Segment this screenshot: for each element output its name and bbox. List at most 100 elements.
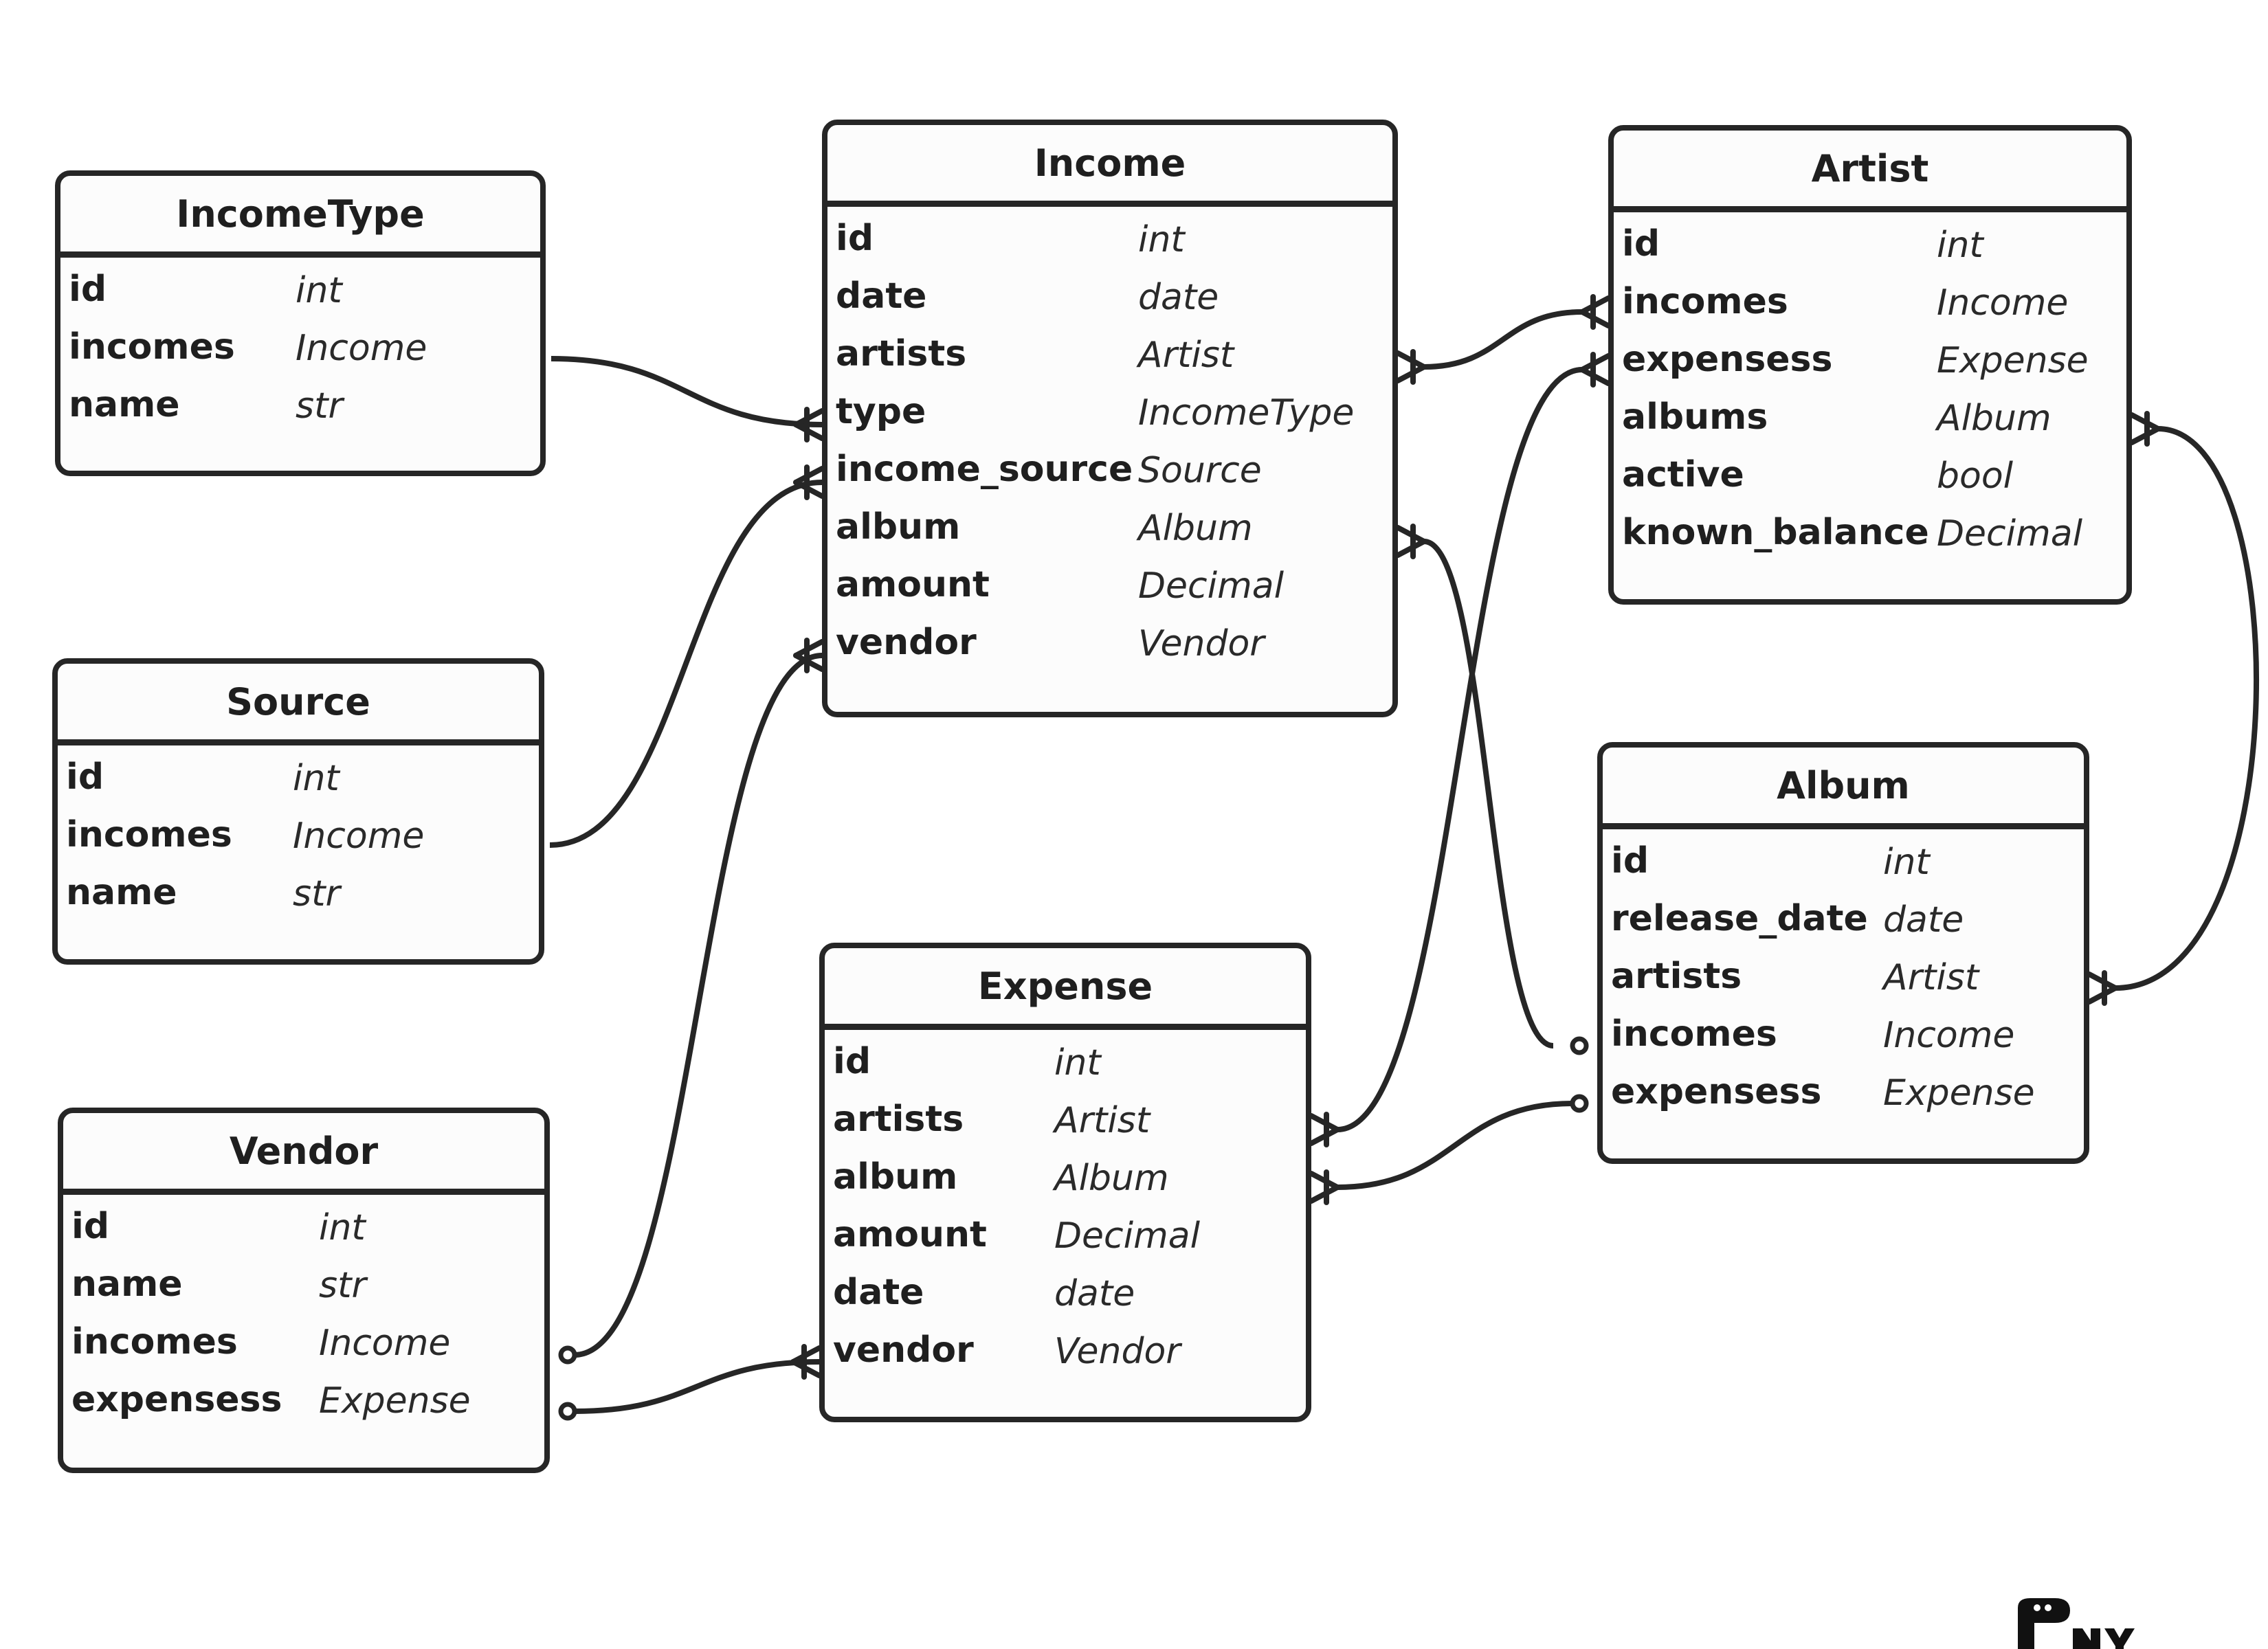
crowfoot-marker <box>1395 364 1427 383</box>
field-type: Album <box>1054 1158 1169 1199</box>
crowfoot-marker <box>793 408 825 427</box>
entity-title: Expense <box>825 948 1306 1030</box>
relationship-line <box>1423 539 1554 1048</box>
field-row-date[interactable]: date date <box>827 267 1392 325</box>
crowfoot-marker <box>790 1359 822 1378</box>
optional-marker <box>558 1345 577 1365</box>
crowfoot-marker <box>1579 353 1611 372</box>
crowfoot-marker <box>1395 539 1427 558</box>
field-name: id <box>833 1041 871 1082</box>
field-name: incomes <box>71 1321 238 1362</box>
field-type: IncomeType <box>1138 392 1355 434</box>
field-name: expensess <box>1611 1071 1822 1112</box>
entity-title: Income <box>827 125 1392 207</box>
field-type: Expense <box>1883 1073 2035 1114</box>
field-name: known_balance <box>1622 512 1929 553</box>
field-row-expensess[interactable]: expensess Expense <box>63 1371 544 1428</box>
field-name: name <box>66 872 177 913</box>
field-name: date <box>836 276 927 317</box>
field-row-date[interactable]: date date <box>825 1264 1306 1321</box>
field-name: type <box>836 391 926 432</box>
field-name: release_date <box>1611 898 1868 939</box>
crowfoot-marker <box>793 653 825 672</box>
field-type: Vendor <box>1138 623 1265 664</box>
crowfoot-marker <box>2129 426 2161 445</box>
relationship-line <box>551 356 823 427</box>
field-name: amount <box>833 1214 987 1255</box>
field-name: id <box>71 1206 110 1247</box>
crowfoot-marker <box>1395 525 1427 544</box>
field-name: id <box>66 756 104 798</box>
field-name: album <box>833 1156 958 1198</box>
field-type: date <box>1138 277 1219 318</box>
crowfoot-marker <box>1395 350 1427 370</box>
crowfoot-marker <box>2087 972 2118 991</box>
field-name: incomes <box>69 326 235 368</box>
field-row-album[interactable]: album Album <box>825 1148 1306 1206</box>
field-type: Income <box>1883 1015 2015 1056</box>
field-name: amount <box>836 564 990 605</box>
crowfoot-marker <box>1309 1171 1340 1190</box>
field-row-id[interactable]: id int <box>58 748 539 806</box>
field-name: name <box>71 1264 183 1305</box>
field-row-id[interactable]: id int <box>825 1033 1306 1090</box>
relationship-line <box>549 480 823 848</box>
field-name: income_source <box>836 449 1133 490</box>
field-row-vendor[interactable]: vendor Vendor <box>827 614 1392 671</box>
field-name: vendor <box>836 622 977 663</box>
entity-title: Source <box>58 664 539 745</box>
field-type: Income <box>293 816 425 857</box>
field-type: Expense <box>319 1380 471 1422</box>
field-name: expensess <box>71 1379 282 1420</box>
field-row-type[interactable]: type IncomeType <box>827 383 1392 440</box>
entity-title: Album <box>1603 748 2084 829</box>
field-type: int <box>293 758 340 799</box>
field-type: Artist <box>1138 335 1234 376</box>
crowfoot-marker <box>793 639 825 658</box>
crowfoot-marker <box>2087 985 2118 1005</box>
field-name: date <box>833 1272 924 1313</box>
field-type: Album <box>1937 398 2052 439</box>
field-type: date <box>1054 1273 1135 1314</box>
crowfoot-marker <box>790 1345 822 1365</box>
field-name: vendor <box>833 1330 974 1371</box>
field-name: name <box>69 384 180 425</box>
field-row-expensess[interactable]: expensess Expense <box>1603 1063 2084 1121</box>
field-type: int <box>1054 1042 1101 1084</box>
